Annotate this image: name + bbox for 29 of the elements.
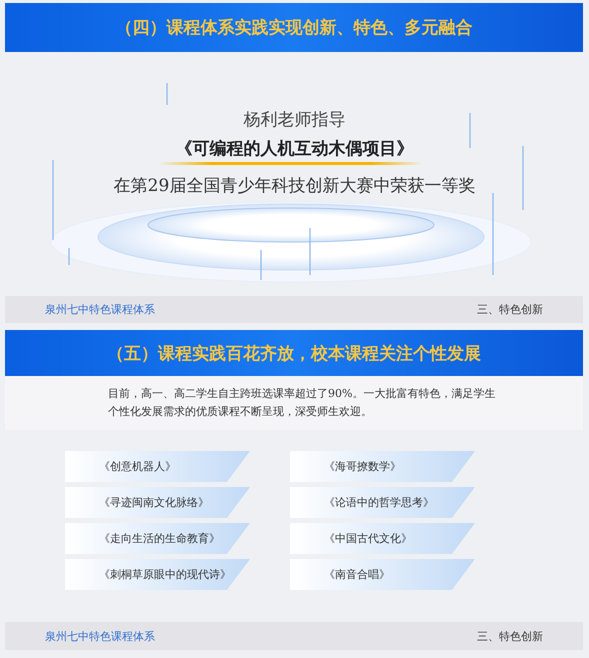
intro-panel bbox=[5, 376, 583, 430]
course-title: 《南音合唱》 bbox=[324, 567, 390, 582]
section-heading: （五）课程实践百花齐放，校本课程关注个性发展 bbox=[107, 342, 481, 364]
project-title: 《可编程的人机互动木偶项目》 bbox=[176, 139, 414, 159]
intro-paragraph: 目前，高一、高二学生自主跨班选课率超过了90%。一大批富有特色，满足学生个性化发展需求的优质课程不断呈现，深受师生欢迎。 bbox=[108, 386, 496, 420]
course-title: 《刺桐草原眼中的现代诗》 bbox=[99, 567, 231, 582]
header-band bbox=[5, 330, 583, 376]
course-banner bbox=[65, 559, 250, 590]
course-title: 《走向生活的生命教育》 bbox=[99, 531, 220, 546]
course-banner bbox=[290, 451, 475, 482]
course-banner bbox=[65, 523, 250, 554]
section-label: 三、特色创新 bbox=[477, 628, 543, 644]
section-label: 三、特色创新 bbox=[477, 302, 543, 317]
course-title: 《中国古代文化》 bbox=[324, 531, 412, 546]
footer-title: 泉州七中特色课程体系 bbox=[45, 628, 155, 644]
header-band bbox=[5, 3, 583, 52]
section-heading: （四）课程体系实践实现创新、特色、多元融合 bbox=[116, 17, 472, 39]
course-banner bbox=[290, 559, 475, 590]
course-banner bbox=[65, 487, 250, 518]
course-title: 《寻迹闽南文化脉络》 bbox=[99, 495, 209, 510]
course-banner bbox=[290, 487, 475, 518]
course-title: 《海哥撩数学》 bbox=[324, 459, 401, 474]
course-banner bbox=[290, 523, 475, 554]
course-title: 《创意机器人》 bbox=[99, 459, 176, 474]
footer-title: 泉州七中特色课程体系 bbox=[45, 302, 155, 317]
course-title: 《论语中的哲学思考》 bbox=[324, 495, 434, 510]
course-banner bbox=[65, 451, 250, 482]
advisor-text: 杨利老师指导 bbox=[244, 110, 346, 130]
award-text: 在第29届全国青少年科技创新大赛中荣获一等奖 bbox=[114, 176, 476, 196]
